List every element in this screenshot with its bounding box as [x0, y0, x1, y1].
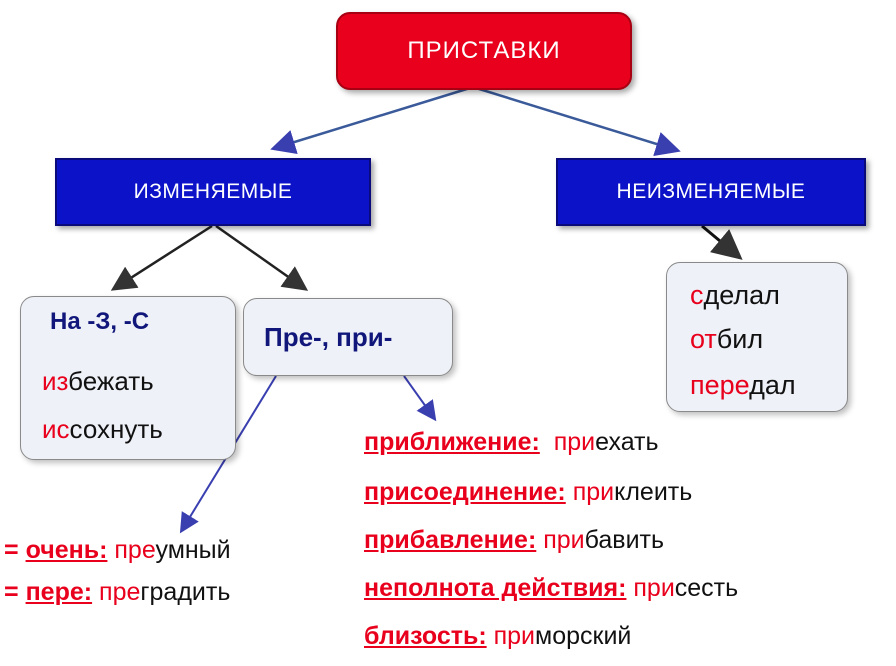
example-prefix: при	[543, 526, 585, 554]
example-rest: бил	[716, 324, 764, 354]
example-prefix: с	[690, 280, 704, 310]
zs-example-2: иссохнуть	[42, 414, 163, 445]
example-rest: градить	[140, 578, 231, 606]
pre-meaning-2: = пере: преградить	[4, 578, 230, 607]
zs-card	[20, 296, 236, 460]
example-rest: сесть	[674, 574, 739, 602]
example-rest: бежать	[68, 366, 154, 396]
example-prefix: пре	[99, 578, 141, 606]
example-prefix: при	[633, 574, 675, 602]
example-prefix: пре	[114, 536, 156, 564]
unchanged-example-1: сделал	[690, 280, 780, 311]
example-prefix: при	[493, 622, 536, 650]
example-prefix: пере	[690, 370, 750, 400]
example-rest: морский	[535, 622, 632, 650]
meaning-label: неполнота действия:	[364, 574, 627, 602]
arrow-right-to-examples	[701, 224, 743, 260]
pre-pri-card	[243, 298, 453, 376]
unchanged-example-3: передал	[690, 370, 796, 401]
changeable-label: ИЗМЕНЯЕМЫЕ	[133, 180, 293, 203]
example-rest: ехать	[595, 428, 659, 456]
meaning-label: пере:	[25, 578, 93, 606]
arrow-left-to-prepri	[215, 224, 309, 291]
equals-mark: =	[4, 536, 19, 564]
pri-meaning-1: приближение: приехать	[364, 428, 659, 457]
arrow-root-to-left	[270, 86, 471, 155]
root-node: ПРИСТАВКИ	[336, 12, 632, 90]
example-prefix: ис	[42, 414, 70, 444]
example-prefix: от	[690, 324, 717, 354]
arrow-root-to-right	[475, 86, 681, 157]
meaning-label: очень:	[25, 536, 108, 564]
meaning-label: прибавление:	[364, 526, 537, 554]
example-prefix: при	[572, 478, 615, 506]
pre-pri-heading: Пре-, при-	[264, 322, 393, 352]
equals-mark: =	[4, 578, 19, 606]
arrow-left-to-zs	[110, 224, 213, 291]
pri-meaning-4: неполнота действия: присесть	[364, 574, 738, 603]
example-rest: делал	[703, 280, 780, 310]
pri-meaning-2: присоединение: приклеить	[364, 478, 692, 507]
unchangeable-label: НЕИЗМЕНЯЕМЫЕ	[616, 180, 806, 203]
root-label: ПРИСТАВКИ	[407, 37, 561, 64]
meaning-label: присоединение:	[364, 478, 566, 506]
meaning-label: близость:	[364, 622, 487, 650]
example-rest: бавить	[584, 526, 665, 554]
meaning-label: приближение:	[364, 428, 540, 456]
zs-heading: На -З, -С	[50, 308, 150, 335]
example-prefix: из	[42, 366, 69, 396]
arrow-prepri-to-pri	[403, 375, 437, 422]
unchangeable-examples-card	[666, 262, 848, 412]
pre-meaning-1: = очень: преумный	[4, 536, 231, 565]
pri-meaning-3: прибавление: прибавить	[364, 526, 664, 555]
example-rest: сохнуть	[69, 414, 163, 444]
unchanged-example-2: отбил	[690, 324, 763, 355]
example-rest: умный	[155, 536, 231, 564]
changeable-prefixes-node: ИЗМЕНЯЕМЫЕ	[55, 158, 371, 226]
zs-example-1: избежать	[42, 366, 154, 397]
unchangeable-prefixes-node: НЕИЗМЕНЯЕМЫЕ	[556, 158, 866, 226]
example-prefix: при	[553, 428, 596, 456]
pri-meaning-5: близость: приморский	[364, 622, 631, 651]
example-rest: дал	[749, 370, 796, 400]
example-rest: клеить	[614, 478, 693, 506]
